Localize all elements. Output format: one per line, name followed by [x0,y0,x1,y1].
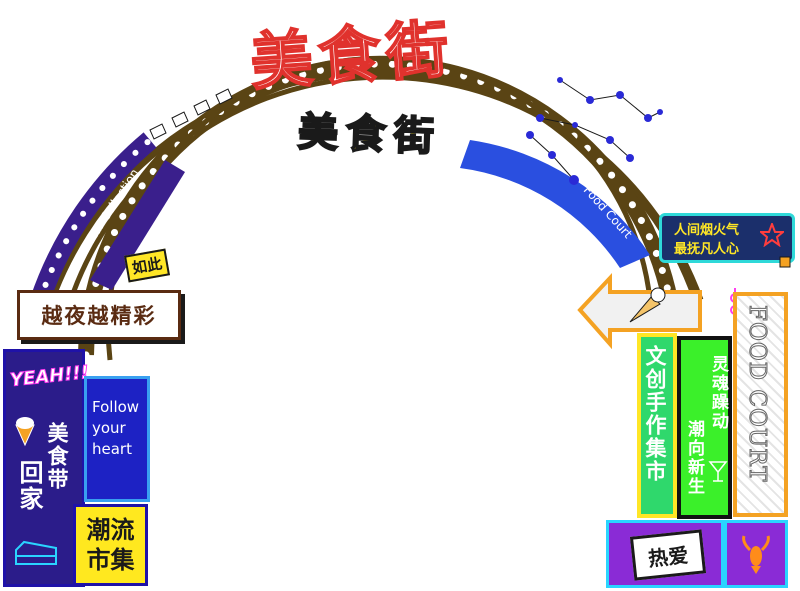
left-tall-sign [3,349,85,587]
arch-outer-band [38,69,704,331]
creative-market-sign [637,333,677,518]
smoke-line-2: 最抚凡人心 [674,242,740,257]
ice-cream-icon [629,287,666,323]
soul-move-text: 灵魂躁动 [708,355,728,431]
star-icons [526,77,663,185]
coffee-cup-icon [779,256,791,268]
food-belt-text: 美食带 [45,422,69,491]
food-court-box [733,292,788,517]
go-home-text: 回家 [15,460,43,512]
trend-market-sign: 潮流 市集 [73,504,148,586]
food-court-vertical-text: FOOD COURT [744,305,771,484]
smoke-fire-sign: 人间烟火气 最抚凡人心 [659,213,795,263]
follow-line-3: heart [92,440,132,458]
cake-icon [15,540,57,565]
soul-sign [677,336,732,519]
cocktail-icon [708,461,728,482]
love-tag: 热爱 [629,529,707,581]
ice-cream-icon [15,417,35,447]
arch-ribbon-purple-dots [37,137,153,303]
lobster-icon [742,535,770,574]
creative-market-text: 文创手作集市 [643,345,667,483]
ribbon-star-collection [90,160,185,290]
follow-line-2: your [92,419,126,437]
star-icon [760,223,784,247]
chevron-icons [149,88,233,140]
follow-your-heart-sign: Follow your heart [84,376,150,502]
lobster-sign [724,520,788,588]
night-banner: 越夜越精彩 [17,290,181,340]
smoke-line-1: 人间烟火气 [674,223,740,238]
arch-dot-dots [82,60,674,359]
follow-line-1: Follow [92,398,140,416]
page-title: 美食街 [247,11,458,100]
trend-line-2: 市集 [86,546,135,574]
page-subtitle: 美食街 [296,108,444,161]
ribbon-food-court [460,140,650,268]
trend-line-1: 潮流 [86,516,135,544]
trend-new-text: 潮向新生 [684,420,704,496]
